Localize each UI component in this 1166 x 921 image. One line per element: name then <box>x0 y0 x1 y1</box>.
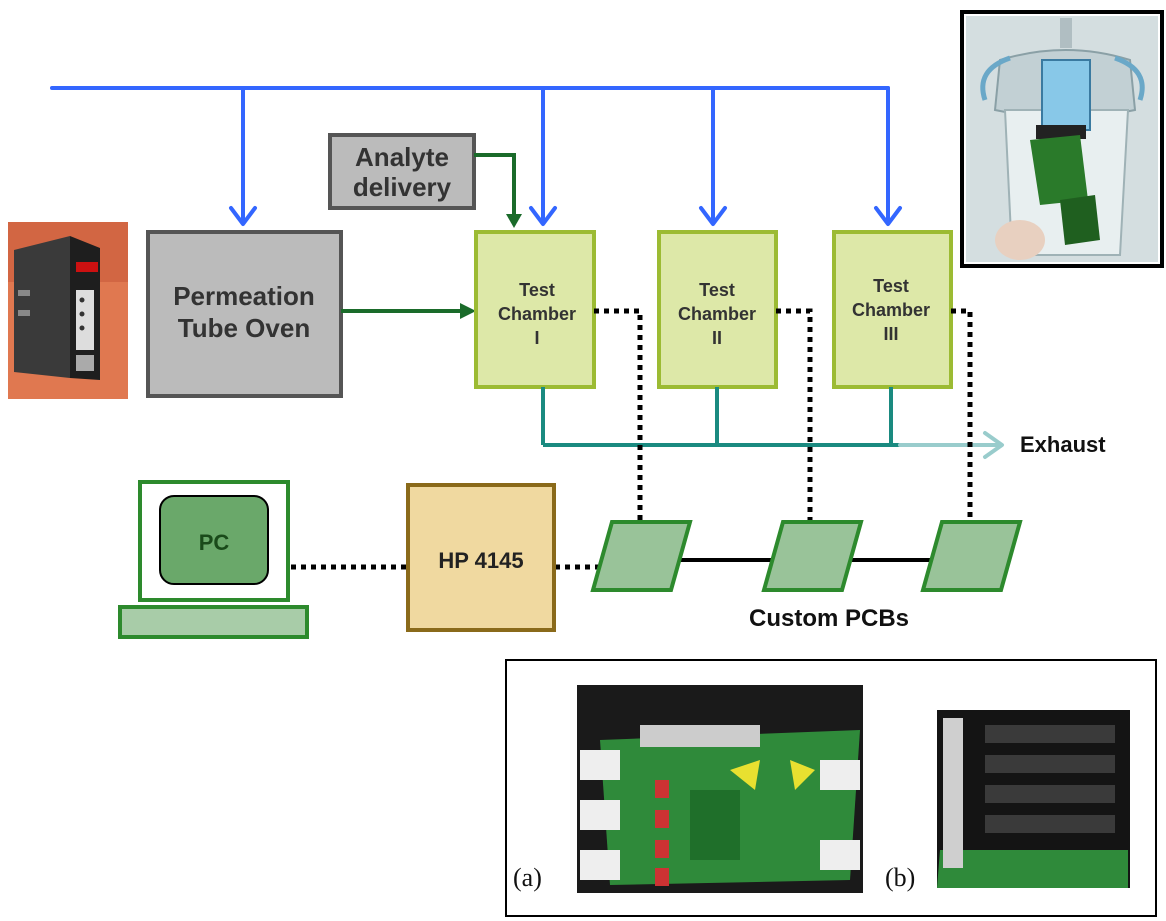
test-chamber-2: Test Chamber II <box>657 230 778 389</box>
oven-flow-arrow <box>341 303 476 319</box>
analyte-label-line1: Analyte <box>355 142 449 172</box>
permeation-tube-oven-box: Permeation Tube Oven <box>146 230 343 398</box>
signal-lines <box>291 308 973 570</box>
pcb-boards <box>590 520 1023 592</box>
analyte-label-line2: delivery <box>353 172 452 202</box>
chamber1-line3: I <box>534 328 539 348</box>
pcb-photo-a <box>577 685 863 893</box>
supply-arrowheads <box>229 206 902 226</box>
test-chamber-photo <box>960 10 1164 268</box>
pcb-1 <box>590 520 693 592</box>
oven-label-line1: Permeation <box>173 281 315 311</box>
exhaust-label: Exhaust <box>1020 432 1106 457</box>
pcb-photo-b <box>937 710 1130 888</box>
pc-keyboard <box>118 605 309 639</box>
chamber2-line1: Test <box>699 280 735 300</box>
pc-screen <box>159 495 269 585</box>
exhaust-manifold <box>541 387 900 447</box>
analyte-delivery-box: Analyte delivery <box>328 133 476 210</box>
chamber3-line3: III <box>883 324 898 344</box>
pcb-photos-panel: (a) (b) <box>505 659 1157 917</box>
oven-label-line2: Tube Oven <box>178 313 310 343</box>
pcb-2 <box>761 520 864 592</box>
test-chamber-1: Test Chamber I <box>474 230 596 389</box>
pcb-photo-b-caption: (b) <box>885 863 915 892</box>
pcb-3 <box>920 520 1023 592</box>
chamber3-line1: Test <box>873 276 909 296</box>
chamber1-line2: Chamber <box>498 304 576 324</box>
chamber3-line2: Chamber <box>852 300 930 320</box>
chamber2-line2: Chamber <box>678 304 756 324</box>
exhaust-arrow <box>898 431 1004 459</box>
pc-computer: PC <box>118 480 309 639</box>
supply-manifold <box>50 86 890 224</box>
chamber2-line3: II <box>712 328 722 348</box>
hp-label: HP 4145 <box>438 548 523 573</box>
analyte-flow-arrow <box>474 153 522 228</box>
permeation-instrument-photo <box>8 222 128 399</box>
custom-pcbs-label: Custom PCBs <box>749 605 909 632</box>
chamber1-line1: Test <box>519 280 555 300</box>
pcb-photo-a-caption: (a) <box>513 863 542 892</box>
test-chamber-3: Test Chamber III <box>832 230 953 389</box>
pc-label: PC <box>199 530 230 555</box>
hp-4145-box: HP 4145 <box>406 483 556 632</box>
